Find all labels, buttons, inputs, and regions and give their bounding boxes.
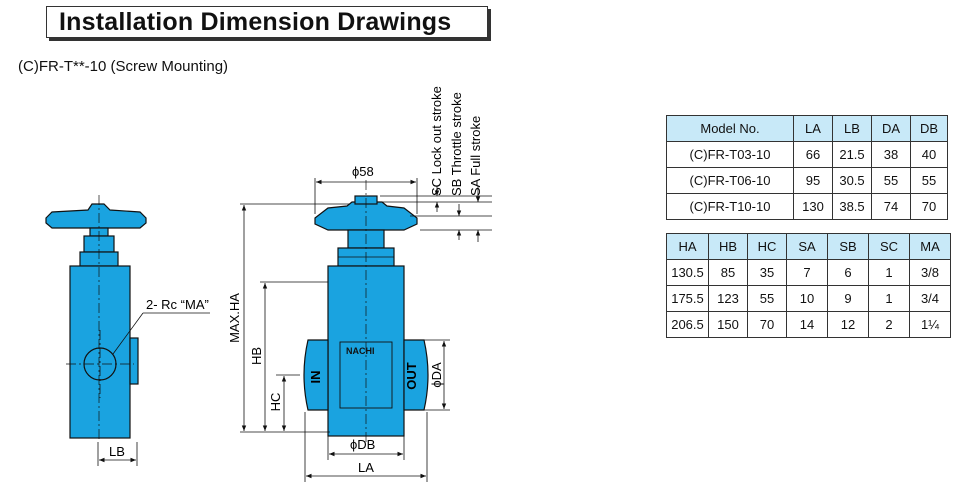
table-cell: 21.5 [832, 141, 872, 168]
table-cell: 9 [827, 285, 869, 312]
stroke-dimension-table: HA HB HC SA SB SC MA 130.5 85 35 7 6 1 3… [666, 233, 951, 338]
header-cell: HC [747, 233, 787, 260]
front-dimensions [240, 178, 492, 482]
label-hb: HB [249, 347, 264, 365]
brand-label: NACHI [346, 346, 375, 356]
label-ma: 2- Rc “MA” [146, 297, 209, 312]
header-cell: HA [666, 233, 709, 260]
label-lb: LB [109, 444, 125, 459]
table-cell: 70 [747, 311, 787, 338]
label-phi58: ϕ58 [352, 164, 374, 179]
header-cell: SC [868, 233, 910, 260]
table-cell: 85 [708, 259, 748, 286]
table-cell: 30.5 [832, 167, 872, 194]
table-row: 206.5 150 70 14 12 2 1¼ [666, 311, 951, 338]
table-cell: 40 [910, 141, 948, 168]
table-row: 175.5 123 55 10 9 1 3/4 [666, 285, 951, 312]
label-la: LA [358, 460, 374, 475]
model-dimension-table: Model No. LA LB DA DB (C)FR-T03-10 66 21… [666, 115, 948, 220]
table-cell: (C)FR-T03-10 [666, 141, 794, 168]
table-cell: 10 [786, 285, 828, 312]
table-row: (C)FR-T06-10 95 30.5 55 55 [666, 167, 948, 194]
table-cell: 206.5 [666, 311, 709, 338]
label-sc: SC Lock out stroke [429, 86, 444, 196]
label-maxha: MAX.HA [227, 293, 242, 343]
header-cell: DB [910, 115, 948, 142]
header-cell: SB [827, 233, 869, 260]
table-cell: (C)FR-T06-10 [666, 167, 794, 194]
header-cell: LB [832, 115, 872, 142]
table-cell: 130 [793, 193, 833, 220]
table-cell: 7 [786, 259, 828, 286]
header-cell: DA [871, 115, 911, 142]
table-cell: 74 [871, 193, 911, 220]
front-view [303, 180, 429, 444]
header-cell: SA [786, 233, 828, 260]
port-label-in: IN [308, 371, 323, 384]
header-cell: MA [909, 233, 951, 260]
label-sa: SA Full stroke [468, 116, 483, 196]
table-cell: 38 [871, 141, 911, 168]
table-cell: 55 [747, 285, 787, 312]
table-cell: 3/8 [909, 259, 951, 286]
table-cell: 14 [786, 311, 828, 338]
section-title-box: Installation Dimension Drawings [46, 6, 488, 38]
table-cell: 55 [871, 167, 911, 194]
page-title: Installation Dimension Drawings [59, 8, 452, 36]
table-header-row: HA HB HC SA SB SC MA [666, 233, 951, 260]
table-cell: 66 [793, 141, 833, 168]
table-cell: 150 [708, 311, 748, 338]
table-row: 130.5 85 35 7 6 1 3/8 [666, 259, 951, 286]
side-view [45, 195, 147, 440]
table-cell: 95 [793, 167, 833, 194]
table-cell: 55 [910, 167, 948, 194]
table-cell: 70 [910, 193, 948, 220]
table-cell: 38.5 [832, 193, 872, 220]
table-header-row: Model No. LA LB DA DB [666, 115, 948, 142]
table-cell: 1¼ [909, 311, 951, 338]
table-cell: 6 [827, 259, 869, 286]
header-cell: LA [793, 115, 833, 142]
front-port-in [303, 339, 329, 411]
label-phidb: ϕDB [350, 437, 375, 452]
side-port-boss [129, 337, 139, 385]
header-cell: Model No. [666, 115, 794, 142]
label-sb: SB Throttle stroke [449, 92, 464, 196]
label-phida: ϕDA [429, 362, 444, 388]
label-hc: HC [268, 393, 283, 412]
table-cell: 3/4 [909, 285, 951, 312]
table-cell: 130.5 [666, 259, 709, 286]
table-cell: (C)FR-T10-10 [666, 193, 794, 220]
side-handwheel [45, 203, 147, 229]
side-dimensions [97, 312, 210, 466]
drawing-subtitle: (C)FR-T**-10 (Screw Mounting) [18, 58, 229, 75]
table-cell: 1 [868, 285, 910, 312]
table-row: (C)FR-T10-10 130 38.5 74 70 [666, 193, 948, 220]
header-cell: HB [708, 233, 748, 260]
table-cell: 123 [708, 285, 748, 312]
table-cell: 175.5 [666, 285, 709, 312]
table-cell: 12 [827, 311, 869, 338]
table-cell: 35 [747, 259, 787, 286]
table-cell: 1 [868, 259, 910, 286]
table-row: (C)FR-T03-10 66 21.5 38 40 [666, 141, 948, 168]
port-label-out: OUT [404, 362, 419, 390]
table-cell: 2 [868, 311, 910, 338]
